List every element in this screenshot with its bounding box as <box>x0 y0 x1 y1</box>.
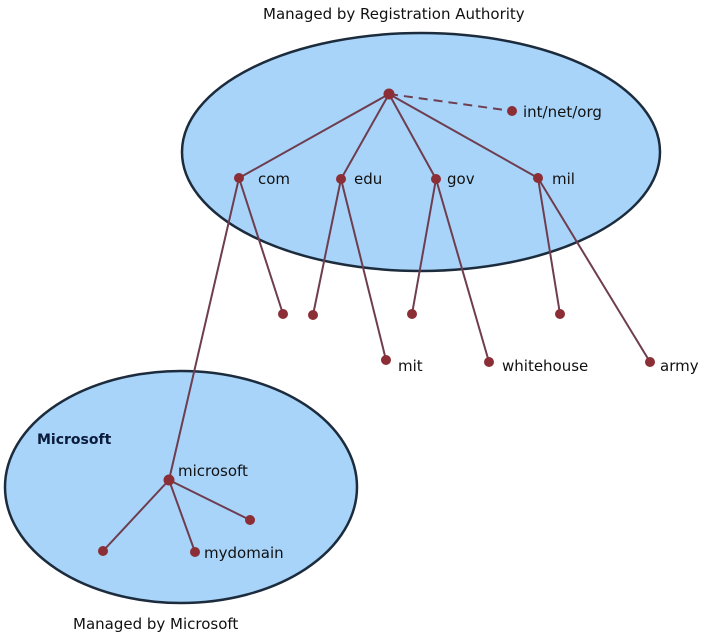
node-edu <box>336 174 346 184</box>
label-mit: mit <box>398 357 423 375</box>
edge-root-int <box>388 93 513 112</box>
node-mit <box>381 355 391 365</box>
label-edu: edu <box>354 170 382 188</box>
edge-com-leaf <box>238 177 284 315</box>
edge-root-edu <box>340 93 390 180</box>
node-leaf <box>407 309 417 319</box>
edges <box>102 93 651 553</box>
label-mil: mil <box>552 170 575 188</box>
node-leaf <box>278 309 288 319</box>
edge-edu-mit <box>340 178 387 361</box>
label-com: com <box>258 170 290 188</box>
title-top: Managed by Registration Authority <box>263 5 525 23</box>
node-root <box>383 88 395 100</box>
edge-gov-leaf <box>411 178 437 315</box>
edge-root-mil <box>388 93 539 179</box>
zone-label-microsoft: Microsoft <box>37 432 112 448</box>
edge-microsoft-leaf <box>102 479 170 552</box>
label-mydomain: mydomain <box>204 544 284 562</box>
edge-gov-whitehouse <box>435 178 490 363</box>
label-int: int/net/org <box>523 103 602 121</box>
node-com <box>234 173 244 183</box>
node-leaf <box>245 515 255 525</box>
node-mil <box>533 173 543 183</box>
node-gov <box>431 174 441 184</box>
node-int <box>507 106 517 116</box>
label-microsoft: microsoft <box>178 462 248 480</box>
edge-mil-army <box>537 177 651 363</box>
node-leaf <box>98 546 108 556</box>
edge-microsoft-mydomain <box>168 479 196 553</box>
label-gov: gov <box>447 170 475 188</box>
node-mydomain <box>190 547 200 557</box>
edge-mil-leaf <box>537 177 561 315</box>
label-whitehouse: whitehouse <box>502 357 588 375</box>
node-microsoft <box>163 474 175 486</box>
edge-microsoft-leaf2 <box>168 479 251 521</box>
title-bottom: Managed by Microsoft <box>73 615 238 633</box>
node-leaf <box>555 309 565 319</box>
node-army <box>645 357 655 367</box>
edge-root-com <box>238 93 390 179</box>
nodes <box>98 88 655 557</box>
label-army: army <box>660 357 699 375</box>
edge-com-microsoft <box>168 177 240 481</box>
edge-edu-leaf <box>312 178 342 316</box>
node-leaf <box>308 310 318 320</box>
edge-root-gov <box>388 93 437 180</box>
node-whitehouse <box>484 357 494 367</box>
